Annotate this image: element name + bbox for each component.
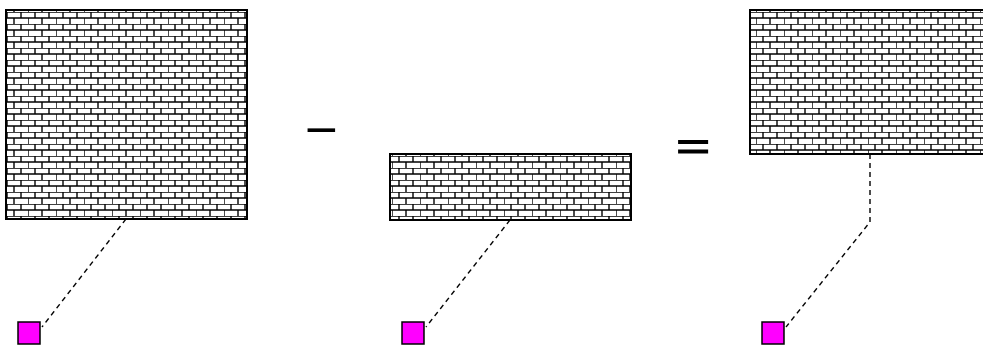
minuend-marker	[18, 322, 40, 344]
subtrahend-connector-line	[426, 220, 510, 327]
difference-group	[750, 10, 983, 344]
difference-connector-line	[786, 154, 870, 327]
minus-operator: −	[303, 108, 340, 152]
subtrahend-group	[390, 154, 631, 344]
subtrahend-brick-block	[390, 154, 631, 220]
difference-brick-block	[750, 10, 983, 154]
subtrahend-marker	[402, 322, 424, 344]
difference-marker	[762, 322, 784, 344]
equals-operator: =	[673, 122, 713, 170]
minuend-group	[6, 10, 247, 344]
minuend-connector-line	[42, 219, 126, 327]
minuend-brick-block	[6, 10, 247, 219]
